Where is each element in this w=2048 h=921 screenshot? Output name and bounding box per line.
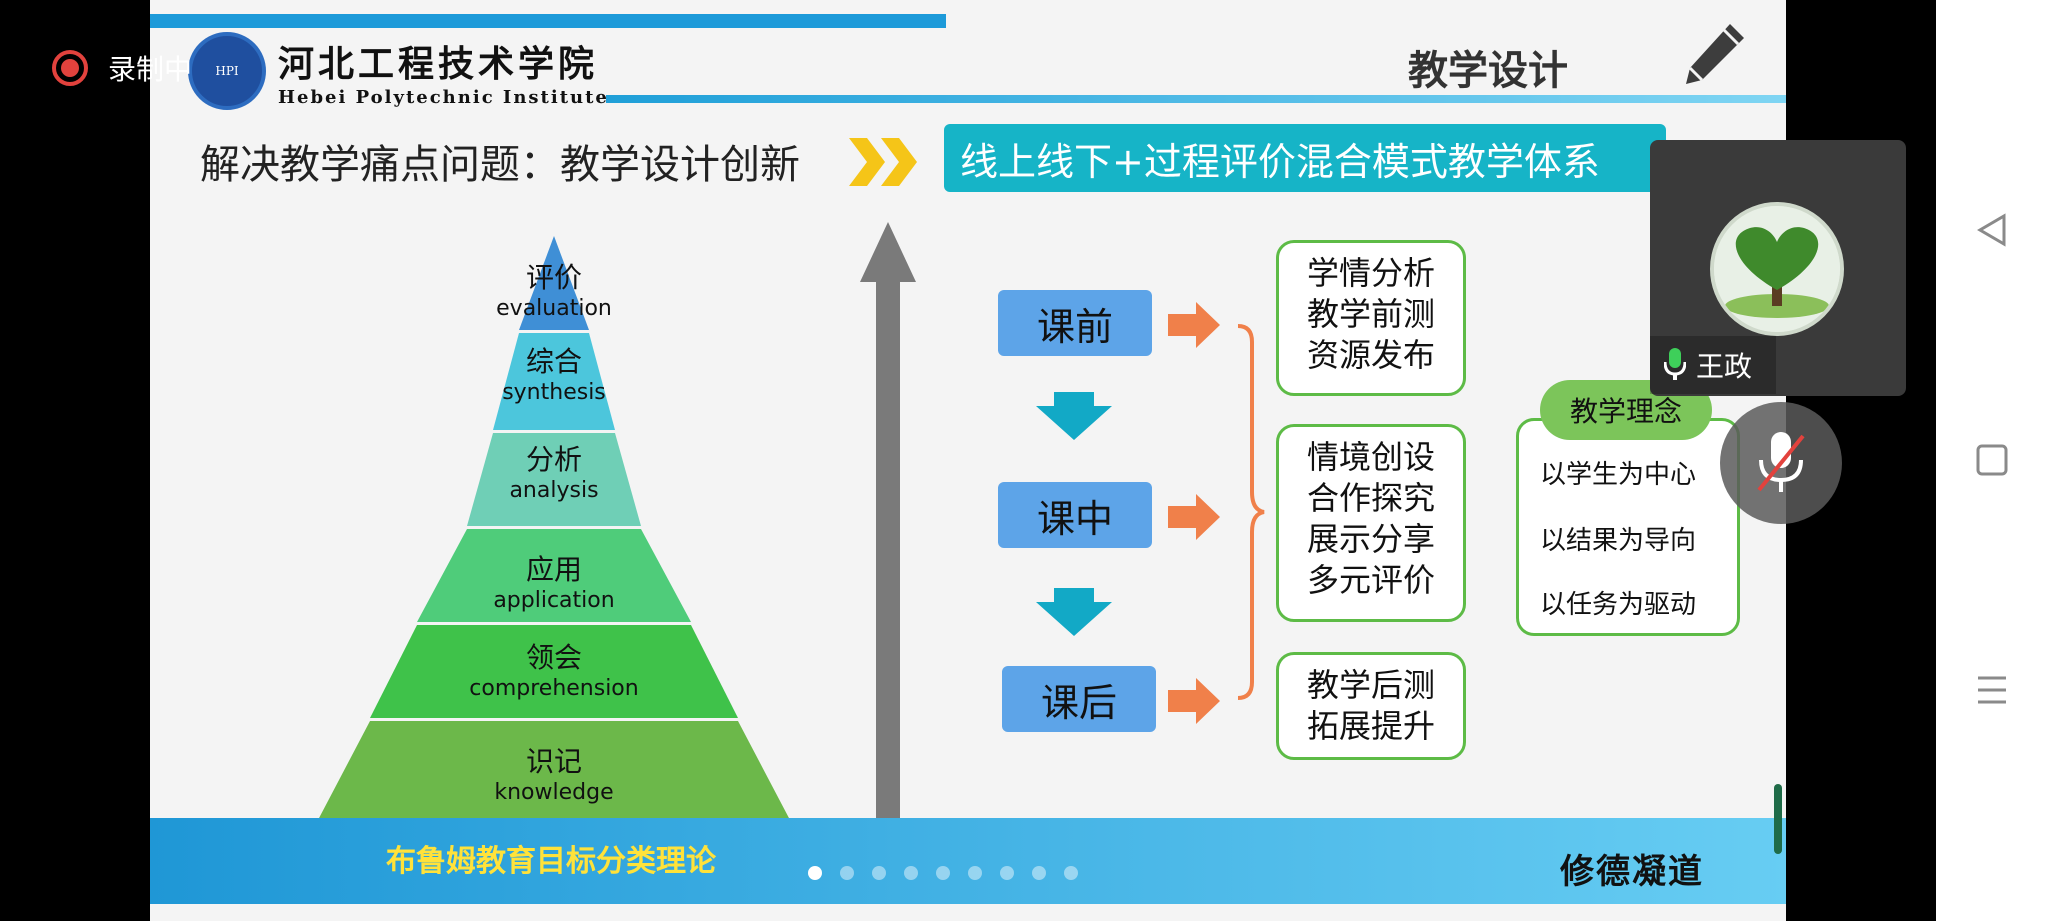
recording-indicator[interactable]: 录制中 (52, 48, 192, 88)
stage-after-class: 课后 (1002, 666, 1156, 732)
pen-icon (1686, 24, 1744, 84)
school-emblem-icon: HPI (188, 32, 266, 110)
pyramid-layer-application (417, 529, 691, 622)
logo-en-text: Hebei Polytechnic Institute (278, 86, 609, 108)
school-logo: HPI 河北工程技术学院 Hebei Polytechnic Institute (188, 32, 609, 110)
bracket-icon (1237, 324, 1265, 700)
pyramid-layer-analysis (467, 433, 641, 526)
pagination-dots[interactable] (808, 866, 1078, 880)
arrow-right-icon (1168, 678, 1220, 724)
pyramid-layer-synthesis (493, 333, 615, 430)
concept-item: 以结果为导向 (1540, 526, 1697, 556)
activity-box-during: 情境创设合作探究展示分享多元评价 (1276, 424, 1466, 622)
footer-motto: 修德凝道 (1560, 852, 1704, 892)
tree-avatar-icon (1714, 206, 1840, 332)
participant-name-row: 王政 (1650, 336, 1776, 394)
pyramid-layer-knowledge (318, 721, 790, 820)
record-icon (52, 50, 88, 86)
arrow-down-icon (1036, 392, 1112, 440)
stage-before-class: 课前 (998, 290, 1152, 356)
top-decor-bar (150, 14, 946, 28)
pagination-dot[interactable] (808, 866, 822, 880)
microphone-icon (1664, 348, 1686, 380)
header-decor-bar (606, 95, 1786, 103)
microphone-muted-icon (1757, 432, 1805, 492)
arrow-down-icon (1036, 588, 1112, 636)
avatar (1710, 202, 1844, 336)
pagination-dot[interactable] (840, 866, 854, 880)
pagination-dot[interactable] (968, 866, 982, 880)
concept-item: 以任务为驱动 (1540, 590, 1697, 620)
activity-box-after: 教学后测拓展提升 (1276, 652, 1466, 760)
pyramid-layer-evaluation (519, 236, 589, 330)
arrow-up-icon (860, 222, 916, 822)
back-icon[interactable] (1972, 210, 2012, 250)
slide-footer (150, 818, 1786, 904)
logo-cn-text: 河北工程技术学院 (278, 42, 599, 85)
pagination-dot[interactable] (936, 866, 950, 880)
double-chevron-icon (849, 138, 917, 186)
system-nav-bar (1936, 0, 2048, 921)
mode-banner: 线上线下+过程评价混合模式教学体系 (944, 124, 1666, 192)
arrow-right-icon (1168, 494, 1220, 540)
pagination-dot[interactable] (872, 866, 886, 880)
stage-in-class: 课中 (998, 482, 1152, 548)
pagination-dot[interactable] (1064, 866, 1078, 880)
activity-box-before: 学情分析教学前测资源发布 (1276, 240, 1466, 396)
concept-item: 以学生为中心 (1540, 460, 1697, 490)
mute-toggle-button[interactable] (1720, 402, 1842, 524)
participant-name: 王政 (1696, 350, 1753, 383)
slide-title: 教学设计 (1408, 48, 1568, 94)
recording-label: 录制中 (108, 53, 193, 86)
pyramid-layer-comprehension (370, 625, 738, 718)
pagination-dot[interactable] (904, 866, 918, 880)
presentation-slide: HPI 河北工程技术学院 Hebei Polytechnic Institute… (150, 0, 1786, 921)
slide-headline: 解决教学痛点问题：教学设计创新 (200, 142, 800, 188)
arrow-right-icon (1168, 302, 1220, 348)
menu-icon[interactable] (1972, 670, 2012, 710)
pagination-dot[interactable] (1000, 866, 1014, 880)
footer-theory-label: 布鲁姆教育目标分类理论 (386, 844, 716, 879)
bloom-pyramid (318, 236, 790, 820)
home-icon[interactable] (1972, 440, 2012, 480)
pagination-dot[interactable] (1032, 866, 1046, 880)
scrollbar-thumb[interactable] (1774, 784, 1782, 854)
